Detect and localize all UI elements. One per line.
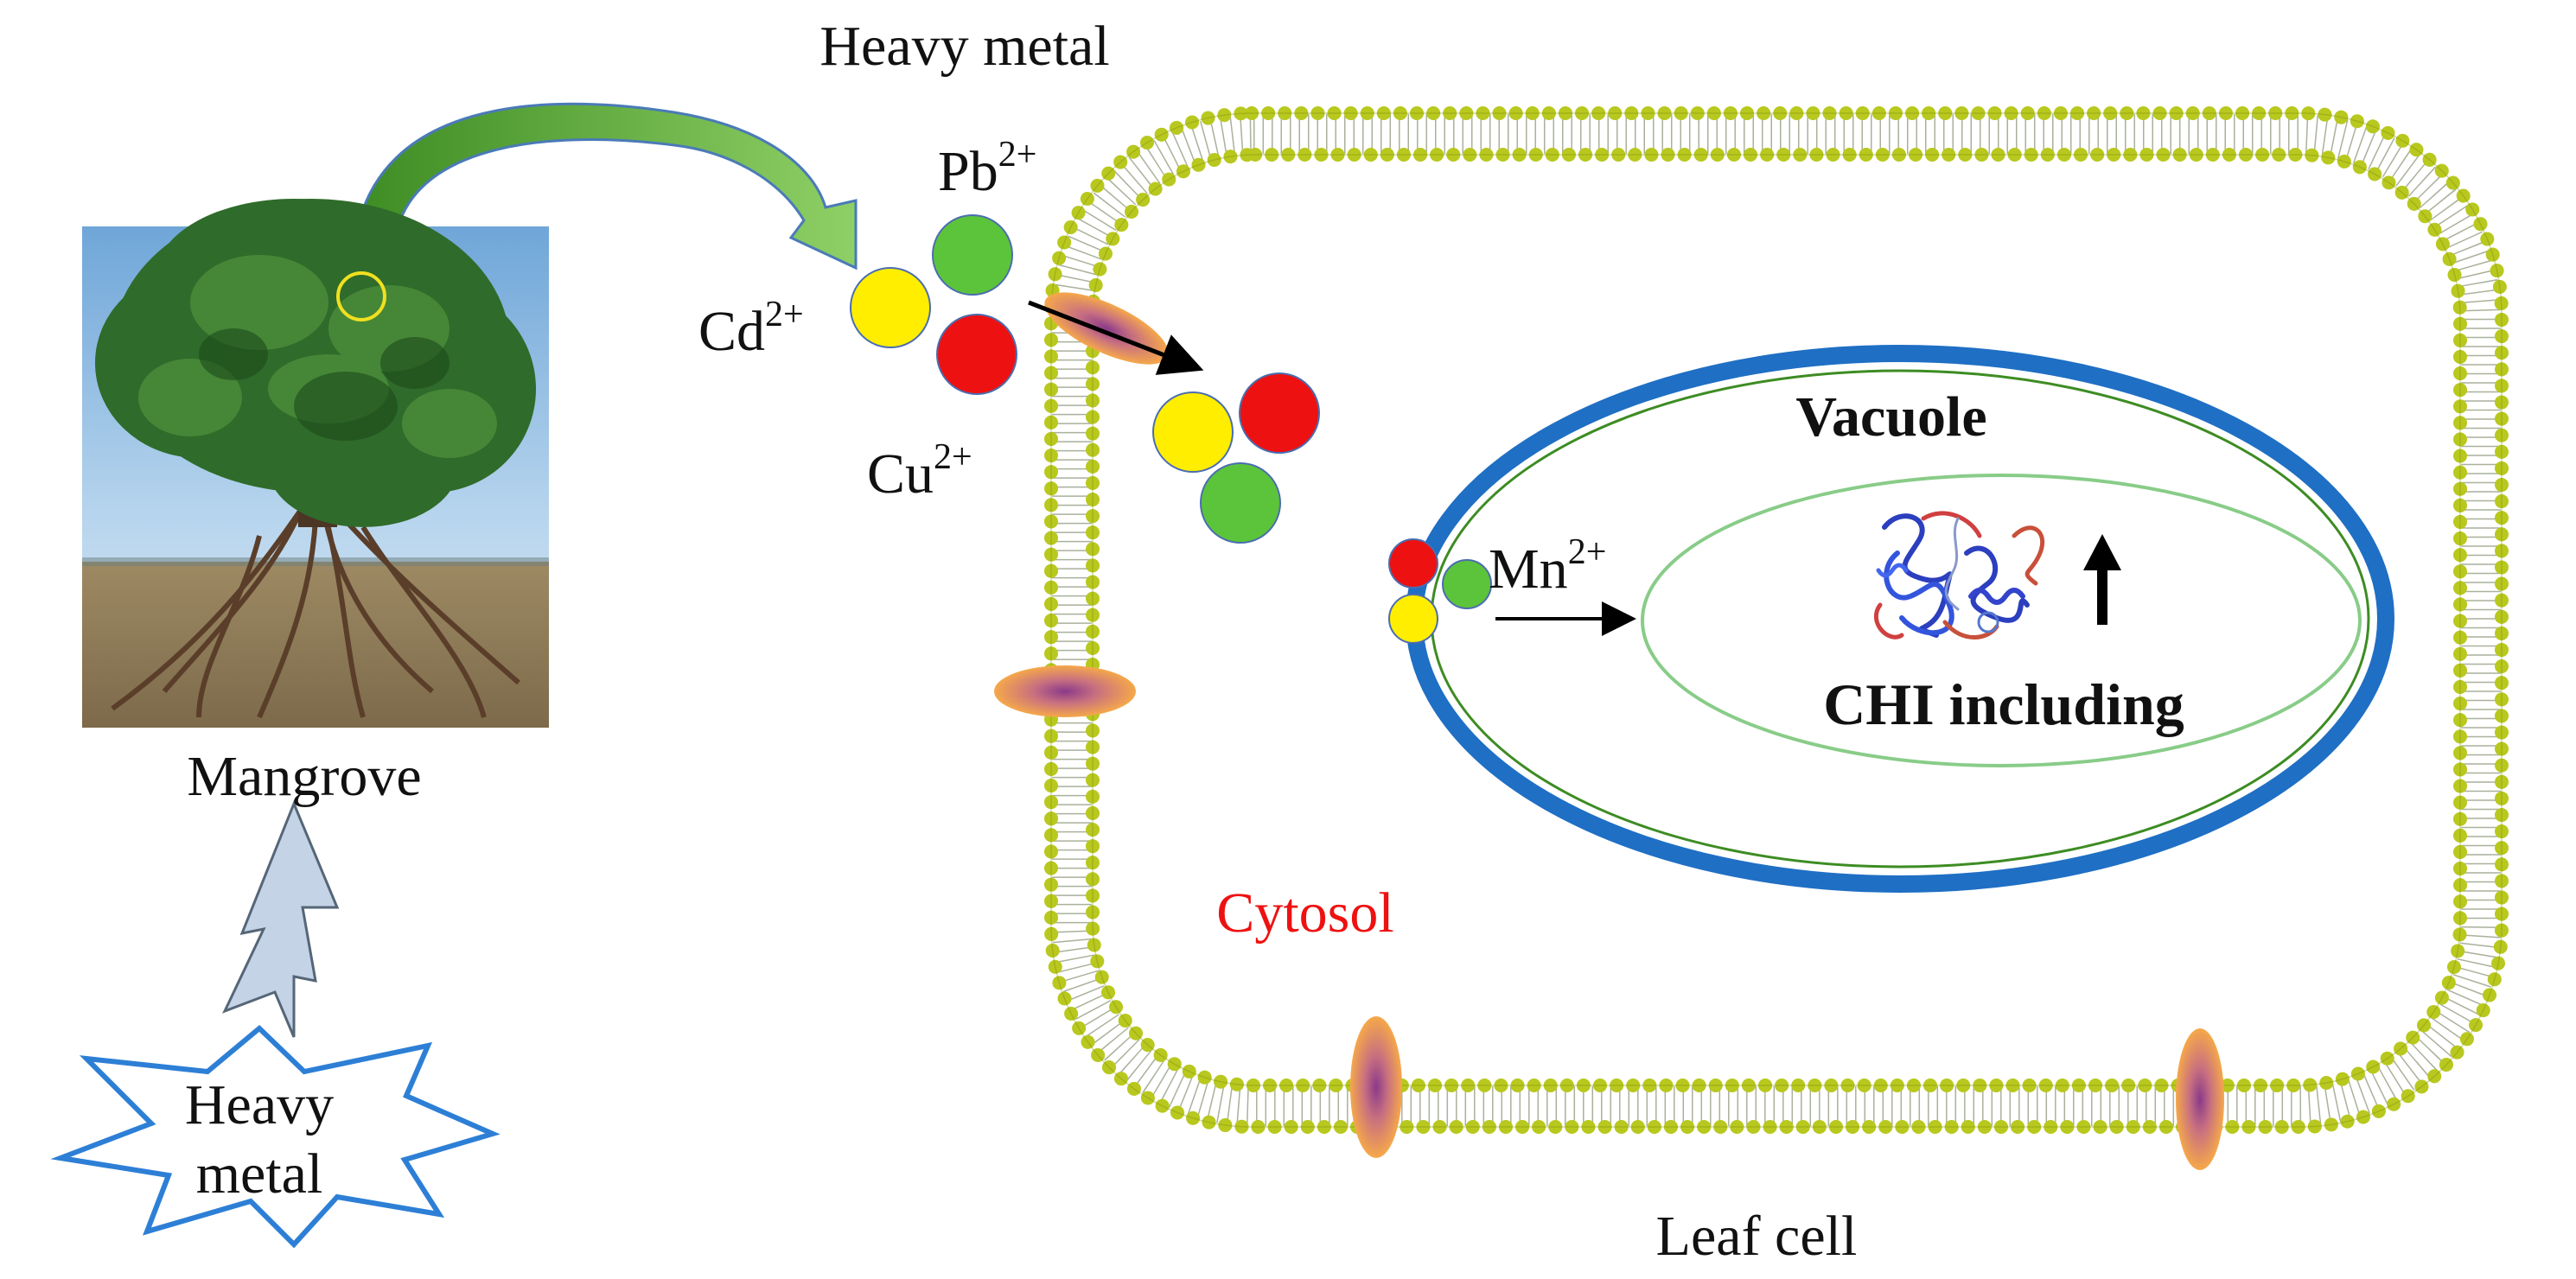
mn-label: Mn2+: [1489, 532, 1606, 601]
cytosol-label: Cytosol: [1216, 881, 1393, 945]
chi-including-label: CHI including: [1823, 671, 2184, 737]
protein-structure-icon: [1873, 511, 2045, 640]
leaf-highlight-circle: [336, 271, 386, 321]
cu-label: Cu2+: [867, 437, 972, 506]
leaf-cell-label: Leaf cell: [1656, 1205, 1858, 1268]
ion-pb-cytosol: [1200, 462, 1281, 544]
transporter-bottom-left: [1350, 1016, 1402, 1158]
mangrove-photo: [82, 199, 549, 728]
ion-pb-vacuole: [1442, 559, 1492, 609]
ion-cd-cytosol: [1152, 391, 1234, 473]
vacuole-label: Vacuole: [1795, 385, 1986, 449]
arrow-into-cell: [1028, 300, 1204, 375]
heavy-metal-title: Heavy metal: [819, 15, 1109, 78]
transporter-bottom-right: [2176, 1028, 2224, 1170]
chi-region: [1641, 474, 2362, 767]
starburst-label-line2: metal: [196, 1142, 323, 1206]
uptake-curved-arrow: [354, 102, 858, 270]
starburst-label-line1: Heavy: [185, 1073, 334, 1136]
ion-cu-vacuole: [1388, 538, 1438, 589]
ion-pb: [932, 214, 1013, 296]
cd-label: Cd2+: [698, 295, 804, 363]
heavy-metal-starburst: [50, 1024, 501, 1249]
mangrove-label: Mangrove: [187, 745, 421, 808]
transporter-left: [994, 665, 1136, 717]
cell-membrane: [1044, 106, 2509, 1134]
ion-cd-vacuole: [1388, 594, 1438, 644]
lightning-bolt-icon: [222, 800, 340, 1038]
ion-cu: [936, 314, 1017, 395]
increase-arrow-icon: [2083, 534, 2121, 625]
ion-cu-cytosol: [1239, 372, 1320, 454]
transporter-top: [1044, 292, 1169, 365]
pb-label: Pb2+: [938, 135, 1036, 203]
ion-cd: [850, 267, 931, 348]
